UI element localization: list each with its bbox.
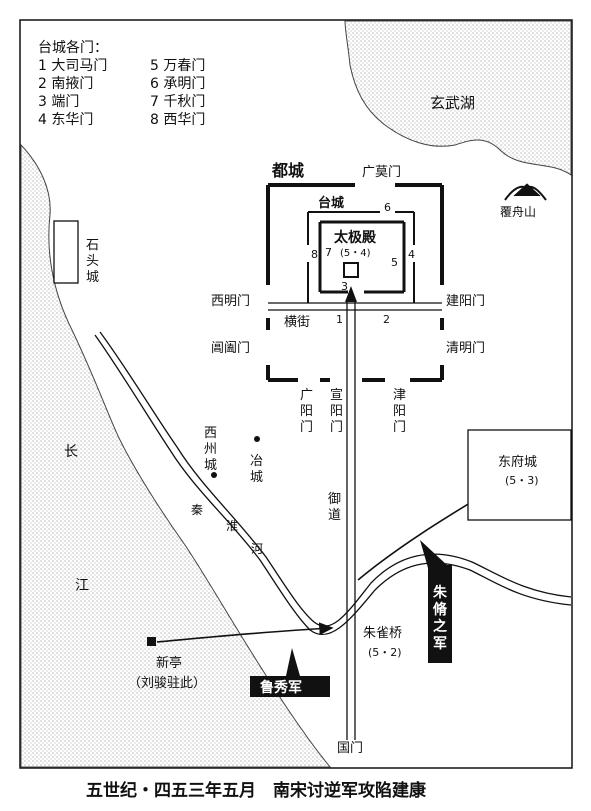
jinyang-gate-label: 津阳门: [393, 388, 406, 435]
qinhuai-char-2: 淮: [226, 519, 238, 533]
zhuque-date-label: (5・2): [368, 646, 402, 659]
zhu-army-box: [428, 565, 452, 663]
guomen-label: 国门: [337, 741, 363, 756]
gate-number-1: 1: [336, 313, 343, 326]
mountain-peak-icon: [513, 183, 541, 197]
legend-gate-1: 1 大司马门: [38, 58, 107, 74]
ximing-gate-label: 西明门: [211, 294, 250, 309]
lu-army-arrow: [156, 622, 334, 643]
shitou-city-label: 石头城: [86, 238, 99, 285]
map-frame: [19, 19, 573, 769]
dongfu-date-label: (5・3): [505, 474, 539, 487]
dongfu-city-label: 东府城: [498, 455, 537, 470]
taiji-date-label: (5・4): [340, 248, 371, 259]
taiji-hall-label: 太极殿: [334, 229, 377, 246]
imperial-road-arrow-icon: [345, 286, 357, 302]
legend-gate-3: 3 端门: [38, 94, 79, 110]
gate-number-4: 4: [408, 248, 415, 261]
xuanyang-gate-label: 宣阳门: [330, 387, 343, 435]
lu-army-box: [250, 676, 330, 697]
ducheng-label: 都城: [271, 161, 304, 180]
ye-city-label: 冶城: [250, 454, 263, 485]
qinhuai-char-3: 河: [251, 542, 263, 556]
legend-gate-2: 2 南掖门: [38, 76, 93, 92]
legend-gate-6: 6 承明门: [150, 76, 205, 92]
gate-number-6: 6: [384, 201, 391, 214]
qingming-gate-label: 清明门: [446, 341, 485, 356]
xuanwu-lake-area: [344, 20, 572, 176]
gate-number-5: 5: [391, 256, 398, 269]
guangmo-gate-label: 广莫门: [362, 165, 401, 180]
guangyang-gate-label: 广阳门: [300, 388, 313, 435]
zhu-army-label: 朱脩之军: [432, 584, 448, 652]
gate-number-7: 7: [325, 246, 332, 259]
ye-city-dot: [254, 436, 260, 442]
xuanwu-lake-label: 玄武湖: [430, 94, 475, 112]
xinting-note-label: （刘骏驻此）: [128, 676, 206, 691]
lu-army-pointer: [286, 648, 300, 676]
zhuque-bridge-label: 朱雀桥: [363, 626, 402, 641]
legend-gate-8: 8 西华门: [150, 112, 205, 128]
gate-number-2: 2: [383, 313, 390, 326]
legend-gate-7: 7 千秋门: [150, 94, 205, 110]
xinting-marker: [147, 637, 156, 646]
qinhuai-river-bank: [99, 331, 572, 627]
dongfu-city-box: [467, 429, 572, 521]
taicheng-label: 台城: [318, 195, 344, 211]
legend-gate-4: 4 东华门: [38, 112, 93, 128]
qinhuai-char-1: 秦: [191, 503, 203, 517]
changhe-gate-label: 阊阖门: [211, 341, 250, 356]
xizhou-city-dot: [211, 472, 217, 478]
yudao-label: 御道: [328, 492, 341, 523]
xizhou-city-label: 西州城: [204, 426, 217, 473]
taicheng-wall: [307, 211, 415, 303]
gate-number-3: 3: [341, 280, 348, 293]
fuzhou-mountain-label: 覆舟山: [500, 205, 536, 219]
jianyang-gate-label: 建阳门: [446, 294, 485, 309]
shitou-city-box: [53, 220, 79, 284]
palace-wall: [318, 220, 406, 294]
xinting-label: 新亭: [156, 655, 182, 671]
legend-gate-5: 5 万春门: [150, 58, 205, 74]
duan-gate-marker: [343, 262, 359, 278]
map-caption: 五世纪・四五三年五月 南宋讨逆军攻陷建康: [86, 780, 427, 801]
legend-title: 台城各门：: [38, 40, 108, 56]
lu-army-label: 鲁秀军: [259, 679, 302, 696]
changjiang-char-1: 长: [64, 444, 78, 460]
zhu-army-pointer: [420, 540, 448, 568]
imperial-road: [346, 300, 356, 740]
heng-street-label: 横街: [284, 315, 310, 330]
gate-number-8: 8: [311, 248, 318, 261]
yangtze-river-area: [20, 143, 332, 768]
ducheng-walls: [266, 183, 444, 382]
changjiang-char-2: 江: [75, 578, 89, 594]
